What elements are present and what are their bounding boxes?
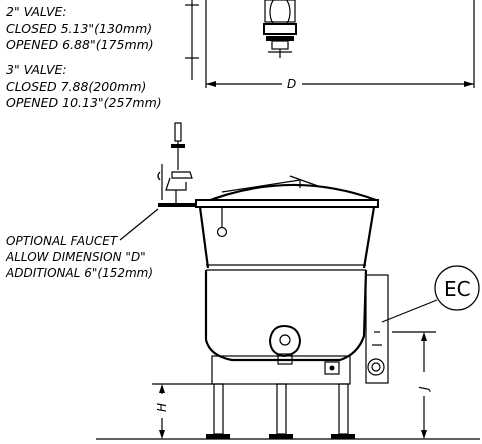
- faucet-note-line2: ALLOW DIMENSION "D": [5, 250, 146, 264]
- dimension-j: [392, 331, 436, 439]
- dimension-d: [206, 81, 474, 87]
- valve-2in-closed: CLOSED 5.13"(130mm): [6, 21, 152, 36]
- valve-2in-heading: 2" VALVE:: [6, 4, 67, 19]
- faucet-note-line1: OPTIONAL FAUCET: [6, 234, 119, 248]
- ec-badge: [381, 265, 480, 323]
- valve-3in-heading: 3" VALVE:: [6, 62, 67, 77]
- dimension-h: [152, 383, 212, 439]
- kettle-body: [195, 175, 389, 439]
- valve-2in-opened: OPENED 6.88"(175mm): [6, 37, 154, 52]
- valve-top-view: [263, 0, 297, 58]
- valve-3in-closed: CLOSED 7.88(200mm): [6, 79, 146, 94]
- valve-dimension-marks: [185, 0, 475, 88]
- dimension-j-label: J: [417, 386, 431, 392]
- valve-3in-opened: OPENED 10.13"(257mm): [6, 95, 162, 110]
- optional-faucet: [157, 122, 198, 207]
- dimension-h-label: H: [155, 403, 169, 412]
- ec-badge-label: EC: [444, 277, 471, 301]
- dimension-d-label: D: [287, 77, 296, 91]
- faucet-leader-line: [119, 208, 159, 241]
- faucet-note-line3: ADDITIONAL 6"(152mm): [5, 266, 153, 280]
